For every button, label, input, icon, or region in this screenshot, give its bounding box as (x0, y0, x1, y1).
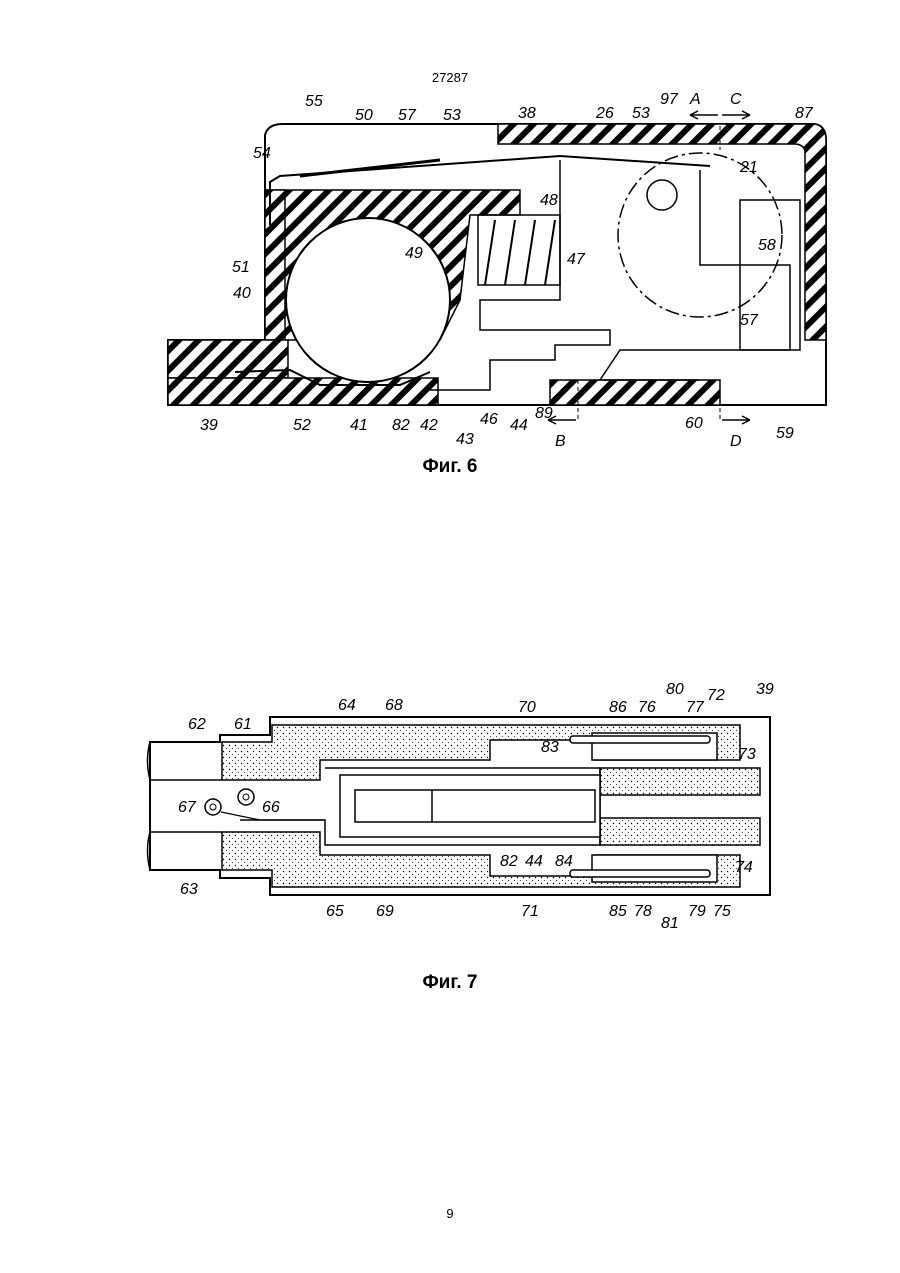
fig6-label: A (689, 91, 701, 108)
fig6-label: 48 (540, 192, 558, 209)
fig6-label: 38 (518, 105, 536, 122)
document-number: 27287 (0, 70, 900, 85)
fig6-label: 47 (567, 251, 586, 268)
fig6-label: 97 (660, 91, 679, 108)
fig7-label: 67 (178, 799, 197, 816)
fig7-label: 73 (738, 746, 756, 763)
fig6-label: 53 (632, 105, 650, 122)
fig6-label: 41 (350, 417, 368, 434)
fig6-label: 57 (398, 107, 417, 124)
figure-6-caption: Фиг. 6 (0, 456, 900, 478)
fig6-label: 21 (739, 159, 758, 176)
fig6-label: 46 (480, 411, 498, 428)
fig7-label: 72 (707, 687, 725, 704)
fig7-label: 85 (609, 903, 627, 920)
fig7-label: 66 (262, 799, 280, 816)
fig6-label: 89 (535, 405, 553, 422)
fig6-label: 50 (355, 107, 373, 124)
fig6-label: 26 (595, 105, 614, 122)
page-number: 9 (0, 1206, 900, 1221)
fig6-label: 51 (232, 259, 250, 276)
fig6-label: 59 (776, 425, 794, 442)
fig6-label: 44 (510, 417, 528, 434)
fig7-label: 86 (609, 699, 627, 716)
fig6-label: 40 (233, 285, 251, 302)
fig7-label: 75 (713, 903, 731, 920)
fig7-label: 69 (376, 903, 394, 920)
figure-7-caption: Фиг. 7 (0, 972, 900, 994)
figure-7-drawing: 64 68 70 86 76 80 77 72 39 62 61 83 73 6… (0, 678, 900, 938)
fig6-label: 39 (200, 417, 218, 434)
fig6-label: 52 (293, 417, 311, 434)
fig6-label: D (730, 433, 742, 448)
fig7-label: 64 (338, 697, 356, 714)
fig6-label: B (555, 433, 566, 448)
fig7-label: 80 (666, 681, 684, 698)
fig7-label: 44 (525, 853, 543, 870)
fig6-label: 53 (443, 107, 461, 124)
fig6-label: 57 (740, 312, 759, 329)
fig7-label: 79 (688, 903, 706, 920)
fig6-label: 87 (795, 105, 814, 122)
fig7-label: 83 (541, 739, 559, 756)
fig6-label: 60 (685, 415, 703, 432)
fig7-label: 70 (518, 699, 536, 716)
fig7-label: 61 (234, 716, 252, 733)
fig7-label: 81 (661, 915, 679, 932)
fig7-label: 62 (188, 716, 206, 733)
fig6-label: 42 (420, 417, 438, 434)
fig7-label: 77 (686, 699, 705, 716)
fig6-label: 58 (758, 237, 776, 254)
figure-6-drawing: 55 50 57 53 38 26 53 97 A C 87 54 21 48 … (0, 88, 900, 448)
fig7-label: 71 (521, 903, 539, 920)
fig7-label: 78 (634, 903, 652, 920)
fig6-label: 43 (456, 431, 474, 448)
fig7-label: 63 (180, 881, 198, 898)
fig7-label: 76 (638, 699, 656, 716)
fig6-label: 82 (392, 417, 410, 434)
fig6-label: 54 (253, 145, 271, 162)
fig7-label: 68 (385, 697, 403, 714)
fig7-label: 39 (756, 681, 774, 698)
fig6-label: 49 (405, 245, 423, 262)
fig7-label: 65 (326, 903, 344, 920)
fig7-label: 84 (555, 853, 573, 870)
fig6-label: C (730, 91, 742, 108)
fig7-label: 82 (500, 853, 518, 870)
fig6-label: 55 (305, 93, 323, 110)
fig7-label: 74 (735, 859, 753, 876)
